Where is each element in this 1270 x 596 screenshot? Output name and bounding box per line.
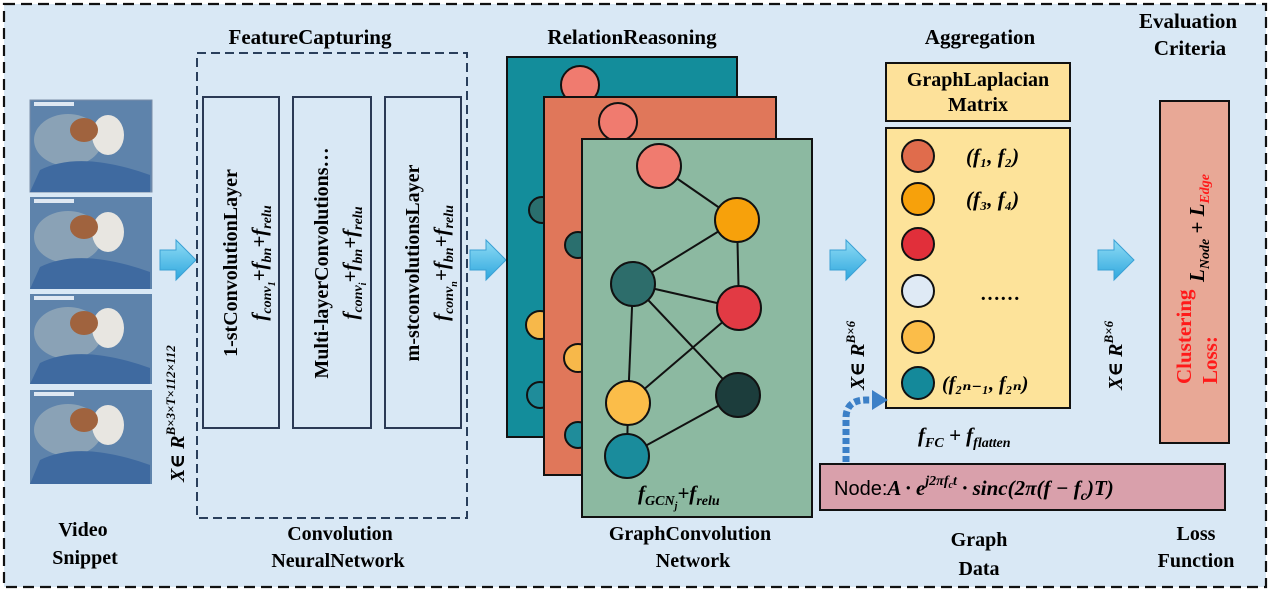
cnn-layer-formula: fconvi+fbn+frelu — [338, 206, 369, 319]
laplacian-line1: GraphLaplacian — [907, 69, 1049, 91]
node-dot — [901, 366, 935, 400]
header-evaluation-1: Evaluation — [1139, 9, 1237, 33]
graph-node — [605, 380, 651, 426]
video-frame — [30, 294, 152, 384]
label-video-1: Video — [58, 519, 107, 541]
header-feature-capturing: FeatureCapturing — [229, 25, 392, 49]
graph-shape-label: X∈ RB×6 — [843, 320, 869, 391]
node-pair-2: (f₃, f₄) — [966, 187, 1019, 211]
cnn-layer-title: 1-stConvolutionLayer — [220, 169, 242, 357]
node-dot — [901, 139, 935, 173]
label-gcn-2: Network — [656, 550, 731, 572]
label-graph-2: Data — [958, 558, 999, 580]
cnn-layer-title: m-stconvolutionsLayer — [402, 165, 424, 362]
gcn-panel-front: fGCNj+frelu — [581, 138, 813, 518]
graph-node — [610, 261, 656, 307]
loss-formula: LNode + LEdge — [1185, 174, 1213, 283]
label-cnn-1: Convolution — [287, 523, 393, 545]
node-dot — [901, 274, 935, 308]
label-loss-1: Loss — [1177, 523, 1216, 545]
label-graph-1: Graph — [951, 529, 1008, 551]
arrow-right-icon — [469, 238, 507, 282]
graph-node — [715, 372, 761, 418]
node-dots: …… — [980, 283, 1020, 305]
cnn-layer-formula: fconv1+fbn+frelu — [247, 205, 278, 321]
label-video-2: Snippet — [52, 547, 118, 569]
curved-arrow-head — [872, 390, 888, 410]
node-pair-1: (f₁, f₂) — [966, 144, 1019, 168]
video-frame — [29, 99, 153, 193]
fc-formula: fFC + fflatten — [918, 423, 1011, 451]
loss-shape-label: X∈ RB×6 — [1101, 320, 1127, 391]
node-dot — [901, 182, 935, 216]
graph-node — [714, 197, 760, 243]
video-frames — [29, 99, 153, 484]
label-gcn-1: GraphConvolution — [609, 523, 771, 545]
video-frame — [30, 197, 152, 289]
graph-node — [716, 285, 762, 331]
loss-box: Clustering Loss: LNode + LEdge — [1159, 100, 1230, 444]
label-loss-2: Function — [1158, 550, 1235, 572]
header-relation-reasoning: RelationReasoning — [547, 25, 717, 49]
input-shape-label: X∈ RB×3×T×112×112 — [163, 345, 189, 483]
cnn-layer-title: Multi-layerConvolutions… — [311, 147, 333, 378]
cnn-layer-formula: fconvn+fbn+frelu — [429, 205, 460, 321]
arrow-right-icon — [1097, 238, 1135, 282]
arrow-right-icon — [829, 238, 867, 282]
loss-label-1: Clustering — [1172, 289, 1196, 384]
header-evaluation-2: Criteria — [1154, 36, 1227, 60]
node-list-box: (f₁, f₂) (f₃, f₄) …… (f₂ₙ₋₁, f₂ₙ) — [885, 127, 1071, 409]
graph-node — [636, 143, 682, 189]
cnn-container — [196, 52, 468, 519]
laplacian-line2: Matrix — [948, 94, 1008, 116]
cnn-layer-1: 1-stConvolutionLayer fconv1+fbn+frelu — [202, 96, 280, 429]
arrow-right-icon — [159, 238, 197, 282]
curved-arrow-icon — [842, 396, 874, 462]
video-frame — [30, 390, 152, 484]
gcn-formula: fGCNj+frelu — [638, 481, 720, 512]
cnn-layer-3: m-stconvolutionsLayer fconvn+fbn+frelu — [384, 96, 462, 429]
loss-label-2: Loss: — [1198, 336, 1222, 384]
node-pair-last: (f₂ₙ₋₁, f₂ₙ) — [942, 373, 1028, 395]
cnn-layer-2: Multi-layerConvolutions… fconvi+fbn+frel… — [292, 96, 372, 429]
graph-node — [604, 433, 650, 479]
laplacian-box: GraphLaplacian Matrix — [885, 62, 1071, 122]
node-dot — [901, 227, 935, 261]
label-cnn-2: NeuralNetwork — [271, 550, 405, 572]
header-aggregation: Aggregation — [925, 25, 1036, 49]
node-equation-box: Node:A · ej2πfct · sinc(2π(f − fc)T) — [819, 463, 1226, 511]
node-equation: Node:A · ej2πfct · sinc(2π(f − fc)T) — [834, 474, 1114, 504]
node-dot — [901, 320, 935, 354]
